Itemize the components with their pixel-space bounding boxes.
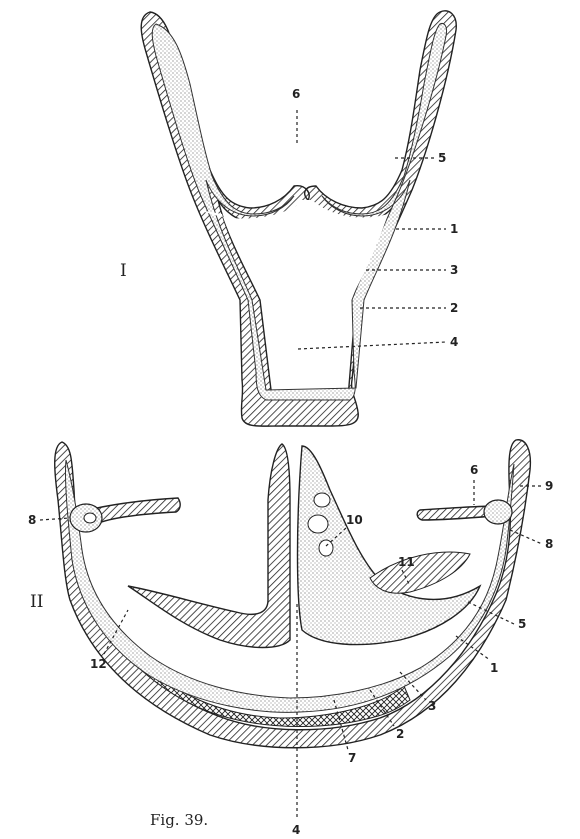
label-II-12: 12 (90, 657, 107, 671)
label-II-3: 3 (428, 699, 436, 713)
label-II-9: 9 (545, 479, 553, 493)
label-I-5: 5 (438, 151, 446, 165)
label-I-2: 2 (450, 301, 458, 315)
panel-label-I: I (120, 261, 127, 281)
label-II-1: 1 (490, 661, 498, 675)
label-II-10: 10 (346, 513, 363, 527)
panel-II-region-11 (370, 552, 470, 593)
panel-II-center-left-lobe (128, 444, 290, 648)
label-II-8-right: 8 (545, 537, 553, 551)
label-I-4: 4 (450, 335, 458, 349)
label-II-4: 4 (292, 823, 300, 837)
panel-I-drawing (141, 11, 456, 426)
panel-II-drawing (55, 440, 531, 748)
figure-caption: Fig. 39. (150, 811, 208, 829)
label-II-6: 6 (470, 463, 478, 477)
label-II-2: 2 (396, 727, 404, 741)
label-II-8-left: 8 (28, 513, 36, 527)
label-I-1: 1 (450, 222, 458, 236)
label-I-3: 3 (450, 263, 458, 277)
label-II-11: 11 (398, 555, 415, 569)
panel-label-II: II (30, 592, 43, 612)
label-II-7: 7 (348, 751, 356, 765)
label-I-6: 6 (292, 87, 300, 101)
panel-II-right-node (484, 500, 512, 524)
label-II-5: 5 (518, 617, 526, 631)
